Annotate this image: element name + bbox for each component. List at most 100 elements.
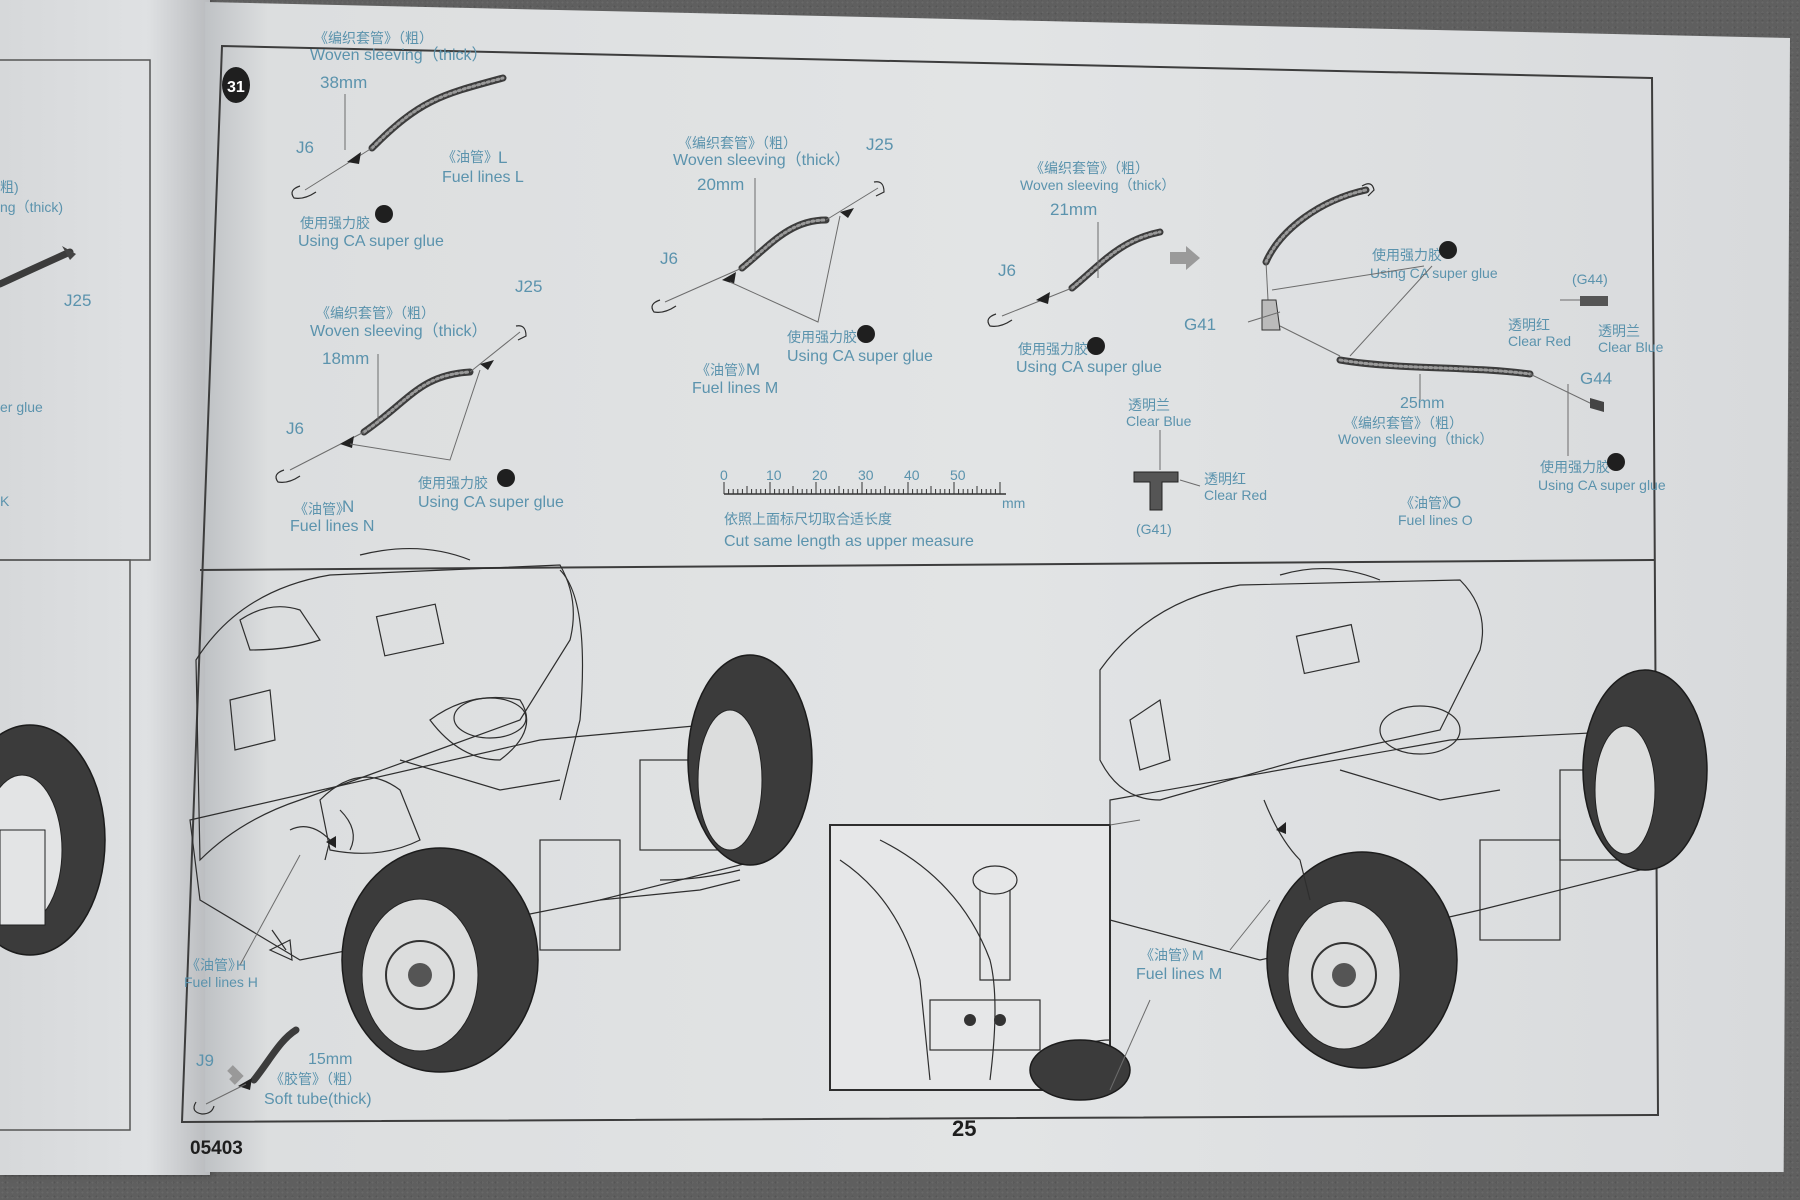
- ruler-tick-label: 50: [950, 467, 966, 483]
- part-g44: G44: [1580, 369, 1612, 388]
- glue-n-icon: [497, 469, 515, 487]
- ruler-tick-label: 30: [858, 467, 874, 483]
- woven-o1-cn: 《编织套管》（粗）: [1030, 160, 1149, 176]
- glue-o3-icon: [1607, 453, 1625, 471]
- glue-m-en: Using CA super glue: [787, 348, 933, 365]
- fuel-h-cn: 《油管》: [186, 957, 242, 973]
- step-arrow: [1186, 246, 1200, 270]
- glue-o1-cn: 使用强力胶: [1018, 341, 1088, 357]
- fuel-m2-code: M: [1192, 947, 1204, 963]
- left-fuel-code: K: [0, 493, 10, 509]
- part-g44-paren: (G44): [1572, 271, 1608, 287]
- sleeve-o-top: [1068, 228, 1164, 292]
- page-number: 25: [952, 1116, 976, 1141]
- left-connector: [62, 246, 76, 260]
- fuel-m-en: Fuel lines M: [692, 380, 778, 397]
- left-woven-en: ng（thick): [0, 199, 63, 215]
- woven-o2-cn: 《编织套管》（粗）: [1344, 415, 1463, 431]
- part-j6-l: J6: [296, 138, 314, 157]
- outer-frame: [180, 44, 1660, 1124]
- left-sleeve: [0, 248, 74, 288]
- woven-l-cn: 《编织套管》（粗）: [314, 30, 433, 46]
- woven-l-en: Woven sleeving（thick）: [310, 46, 488, 64]
- clear-red-cn-top: 透明红: [1508, 317, 1550, 333]
- fuel-n-code: N: [342, 497, 354, 516]
- part-j6-o: J6: [998, 261, 1016, 280]
- part-j6-m: J6: [660, 249, 678, 268]
- hatched-arrow: [227, 1065, 244, 1085]
- ruler-tick-label: 40: [904, 467, 920, 483]
- section-divider: [199, 559, 1656, 571]
- sleeve-l: [368, 74, 507, 152]
- glue-l-icon: [375, 205, 393, 223]
- left-woven-cn: 粗): [0, 179, 19, 195]
- g44-part-end: [1590, 398, 1604, 412]
- fuel-o-en: Fuel lines O: [1398, 512, 1473, 528]
- glue-o2-en: Using CA super glue: [1370, 265, 1498, 281]
- glue-o2-icon: [1439, 241, 1457, 259]
- step-number: 31: [227, 79, 245, 96]
- g41-detail: 透明兰 Clear Blue 透明红 Clear Red (G41): [1126, 397, 1267, 537]
- j6-o-part: [987, 313, 1013, 327]
- woven-m-en: Woven sleeving（thick）: [673, 151, 851, 169]
- line-l: [304, 147, 373, 191]
- sleeve-o-upper: [1262, 186, 1370, 266]
- left-page-content: 粗) ng（thick) J25 er glue K: [0, 59, 151, 1131]
- fuel-m2-en: Fuel lines M: [1136, 966, 1222, 983]
- glue-l-en: Using CA super glue: [298, 233, 444, 250]
- g41-tee: [1133, 471, 1179, 511]
- fuel-line-l-diagram: 《编织套管》（粗） Woven sleeving（thick） 38mm J6 …: [291, 30, 524, 250]
- left-page: [0, 0, 210, 1175]
- clear-red-en: Clear Red: [1204, 487, 1267, 503]
- fuel-m-code: M: [746, 360, 760, 379]
- j25-n-part: [515, 325, 527, 341]
- woven-m-cn: 《编织套管》（粗）: [678, 135, 797, 151]
- clear-blue-cn-top: 透明兰: [1598, 323, 1640, 339]
- measure-cn: 依照上面标尺切取合适长度: [724, 511, 892, 527]
- j25-m-part: [873, 181, 885, 197]
- fuel-n-cn: 《油管》: [294, 501, 350, 517]
- fuel-line-m-diagram: 《编织套管》（粗） Woven sleeving（thick） J25 20mm…: [651, 135, 933, 397]
- fuel-l-code: L: [498, 148, 507, 167]
- ruler-tick-label: 0: [720, 467, 728, 483]
- page-code: 05403: [190, 1138, 243, 1159]
- glue-o1-en: Using CA super glue: [1016, 359, 1162, 376]
- part-g41: G41: [1184, 315, 1216, 334]
- inset-detail: [829, 819, 1151, 1101]
- ruler-ticks: [723, 482, 1001, 494]
- glue-l-cn: 使用强力胶: [300, 215, 370, 231]
- woven-o1-en: Woven sleeving（thick）: [1020, 177, 1175, 193]
- fuel-o-cn: 《油管》: [1400, 495, 1456, 511]
- sleeve-n: [360, 368, 474, 436]
- g41-tee-label: (G41): [1136, 521, 1172, 537]
- length-n: 18mm: [322, 349, 369, 368]
- length-o-bottom: 25mm: [1400, 395, 1444, 412]
- left-box-part: [0, 829, 46, 926]
- fuel-line-n-diagram: J25 《编织套管》（粗） Woven sleeving（thick） 18mm…: [275, 277, 564, 535]
- woven-o2-en: Woven sleeving（thick）: [1338, 431, 1493, 447]
- glue-o2-cn: 使用强力胶: [1372, 247, 1442, 263]
- soft-cn: 《胶管》（粗）: [270, 1071, 361, 1087]
- glue-n-en: Using CA super glue: [418, 494, 564, 511]
- clear-red-en-top: Clear Red: [1508, 333, 1571, 349]
- soft-en: Soft tube(thick): [264, 1091, 372, 1108]
- car-drawing-right: 《油管》 M Fuel lines M: [1099, 567, 1708, 1069]
- left-part-j25: J25: [64, 291, 91, 310]
- length-o-top: 21mm: [1050, 200, 1097, 219]
- glue-o3-cn: 使用强力胶: [1540, 459, 1610, 475]
- clear-blue-cn: 透明兰: [1128, 397, 1170, 413]
- length-soft: 15mm: [308, 1051, 352, 1068]
- glue-m-icon: [857, 325, 875, 343]
- soft-tube: [250, 1026, 300, 1084]
- clear-red-cn: 透明红: [1204, 471, 1246, 487]
- left-glue-en: er glue: [0, 399, 43, 415]
- j6-n-part: [275, 469, 301, 483]
- length-l: 38mm: [320, 73, 367, 92]
- woven-n-en: Woven sleeving（thick）: [310, 322, 488, 340]
- length-m: 20mm: [697, 175, 744, 194]
- glue-o1-icon: [1087, 337, 1105, 355]
- fuel-line-o-diagram: 《编织套管》（粗） Woven sleeving（thick） 21mm J6 …: [987, 160, 1200, 376]
- part-j9: J9: [196, 1051, 214, 1070]
- part-j25-m: J25: [866, 135, 893, 154]
